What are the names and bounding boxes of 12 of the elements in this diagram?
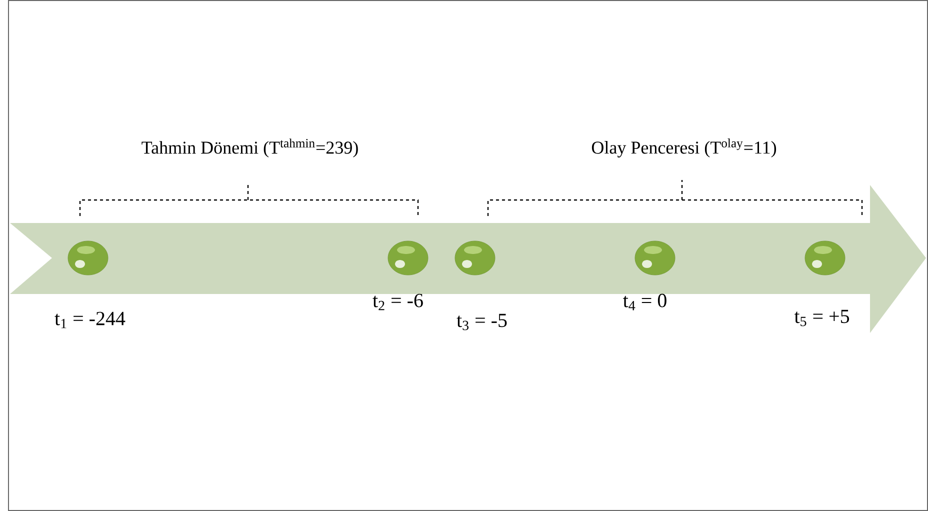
sphere-marker: [804, 240, 846, 276]
bracket-label: Tahmin Dönemi (T$^{tahmin}$=239): [142, 138, 358, 158]
sphere-marker: [68, 240, 108, 276]
bracket-label: Olay Penceresi (T$^{olay}$=11): [592, 138, 776, 158]
time-label: t$_{1}$ = -244: [54, 312, 126, 328]
time-label: t$_{2}$ = -6: [372, 294, 423, 310]
time-label: t$_{4}$ = 0: [623, 294, 666, 310]
sphere-marker: [388, 240, 428, 276]
sphere-marker: [454, 240, 496, 276]
sphere-marker: [634, 240, 676, 276]
time-label: t$_{3}$ = -5: [456, 314, 507, 330]
time-label: t$_{5}$ = +5: [794, 310, 850, 326]
